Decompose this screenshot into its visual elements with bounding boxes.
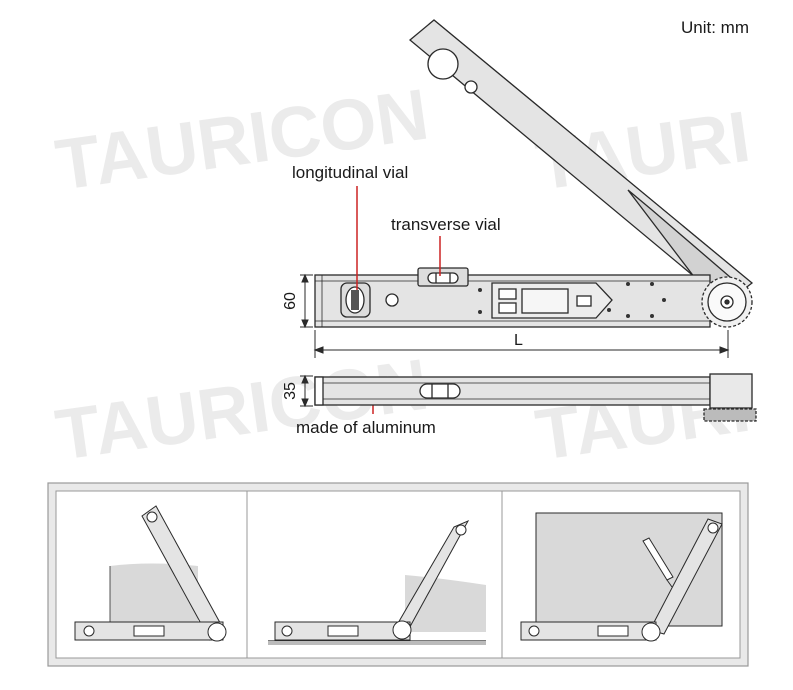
usage-panels [47, 482, 749, 667]
lcd-screen [521, 288, 569, 314]
protractor-top-view [314, 373, 757, 422]
dimension-height-top: 35 [282, 382, 299, 400]
panel-angle-on-floor [268, 519, 486, 645]
display-button-1 [498, 288, 517, 300]
panel-angle-on-block [74, 505, 227, 642]
dimension-length: L [514, 332, 523, 349]
hinge-block [709, 373, 753, 409]
panel3-arm [649, 518, 723, 635]
dimension-height-front: 60 [282, 292, 299, 310]
top-bar [314, 376, 711, 406]
unit-label: Unit: mm [681, 18, 749, 37]
rivets [478, 282, 666, 318]
label-transverse-vial: transverse vial [391, 215, 501, 234]
arm-hole-small [464, 80, 478, 94]
panel3-base [520, 621, 657, 641]
watermark-logo-1: TAURICON [51, 74, 433, 205]
arm-hole-large [427, 48, 459, 80]
label-longitudinal-vial: longitudinal vial [292, 163, 409, 182]
display-button-3 [576, 295, 592, 307]
dimension-lines [300, 273, 730, 408]
top-vial [419, 383, 461, 399]
knob-edge [703, 408, 757, 422]
display-button-2 [498, 302, 517, 314]
mounting-screw [385, 293, 399, 307]
watermark-logo-3: TAURICON [51, 344, 433, 475]
panel-angle-on-wall [520, 512, 723, 642]
label-material: made of aluminum [296, 418, 436, 437]
pencil [642, 537, 674, 581]
protractor-front-view [314, 19, 754, 328]
